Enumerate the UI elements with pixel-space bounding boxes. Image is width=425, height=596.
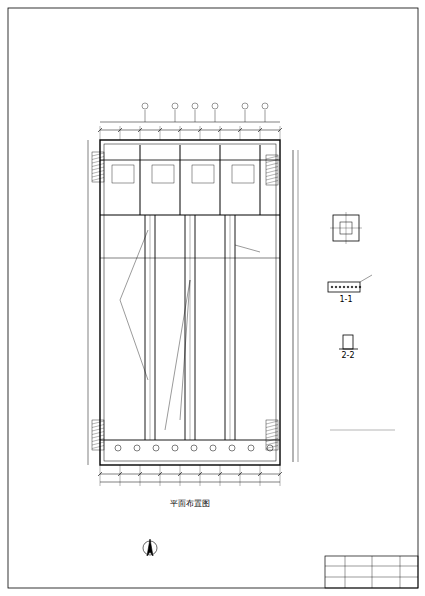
detail-label: 2-2 bbox=[340, 352, 355, 361]
detail-label: 1-1 bbox=[338, 296, 353, 305]
plan-title: 平面布置图 bbox=[169, 500, 211, 509]
